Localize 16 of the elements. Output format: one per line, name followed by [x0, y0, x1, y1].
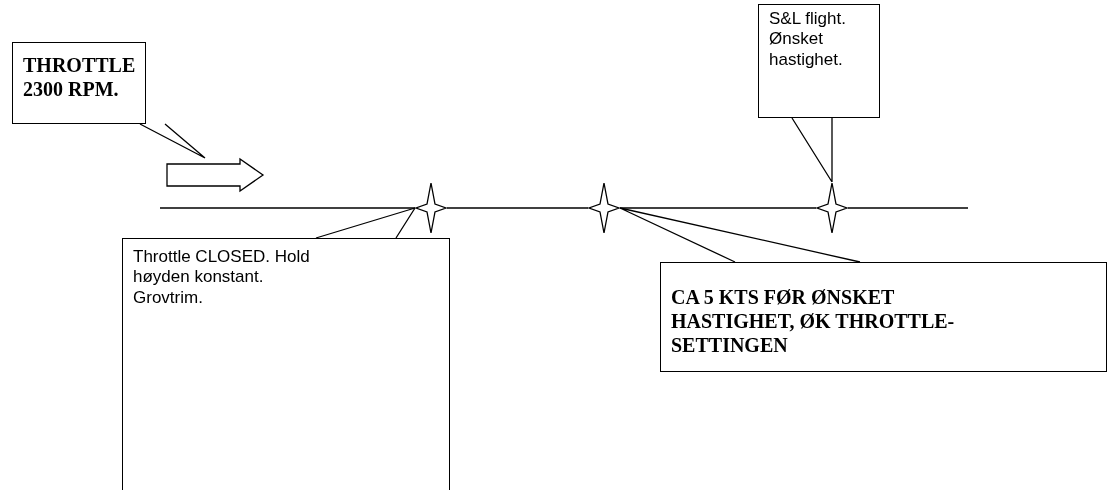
leader-line: [791, 117, 833, 183]
callout-text: S&L flight. Ønsket hastighet.: [769, 9, 847, 71]
callout-text: CA 5 KTS FØR ØNSKET HASTIGHET, ØK THROTTLE-SETTINGEN: [671, 285, 956, 357]
callout-box: [12, 42, 146, 124]
callout-text: THROTTLE 2300 RPM.: [23, 53, 137, 101]
callout-box: [660, 262, 1107, 372]
callout-text: Throttle CLOSED. Hold høyden konstant. Grovtrim.: [133, 247, 311, 309]
leader-line: [619, 207, 861, 263]
leader-line: [139, 123, 206, 159]
flight-path-line: [619, 207, 817, 209]
leader-line: [315, 207, 416, 239]
flight-path-line: [159, 207, 416, 209]
flight-path-line: [847, 207, 969, 209]
callout-box: [758, 4, 880, 118]
callout-box: [122, 238, 450, 490]
flight-path-line: [446, 207, 589, 209]
